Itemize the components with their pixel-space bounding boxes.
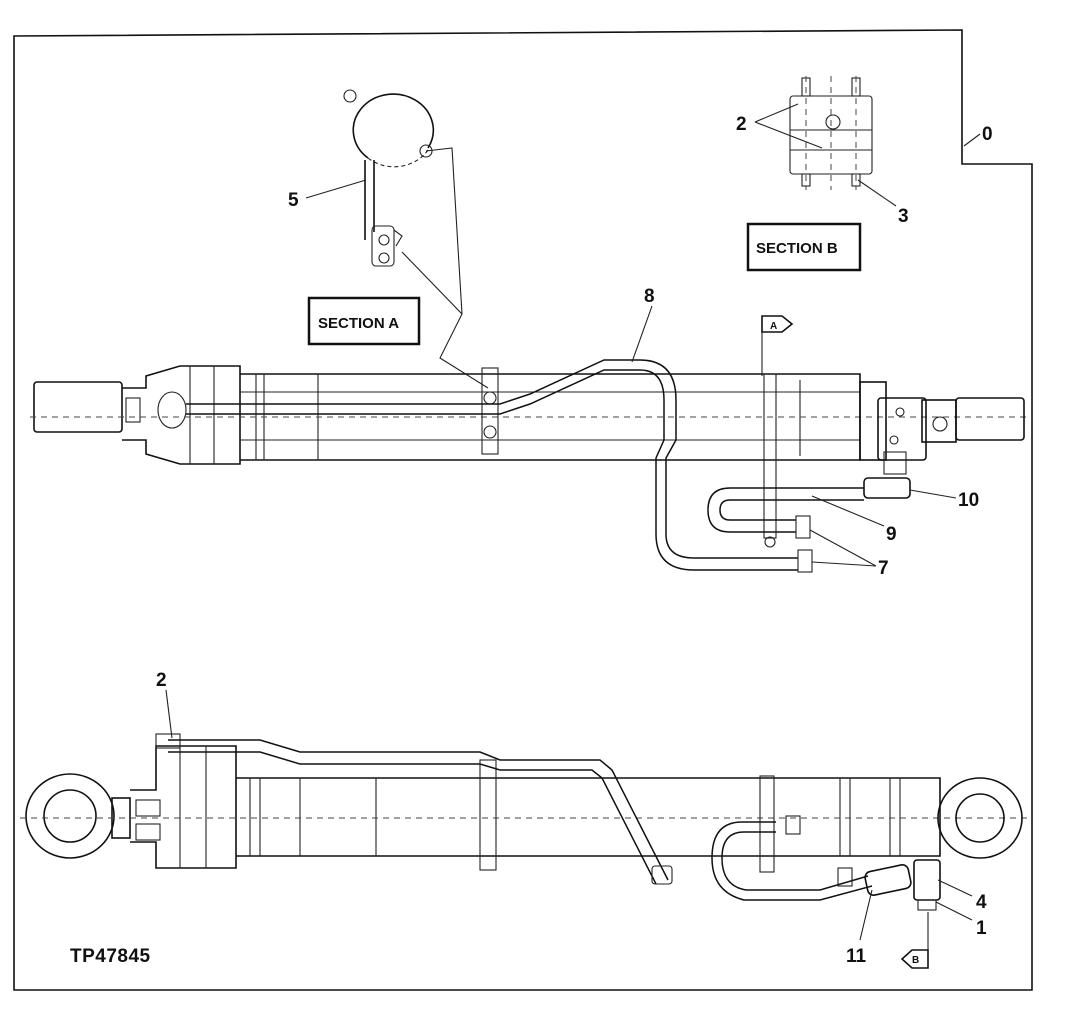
view-b-flag bbox=[900, 949, 929, 969]
leader-8 bbox=[631, 305, 653, 363]
view-b-letter: B bbox=[912, 955, 919, 966]
leader-7b bbox=[811, 561, 877, 567]
figure-id: TP47845 bbox=[70, 946, 151, 967]
bottom-cylinder bbox=[20, 733, 1030, 950]
section-b-label: SECTION B bbox=[756, 240, 838, 257]
leader-0 bbox=[963, 133, 981, 147]
callout-8: 8 bbox=[644, 286, 655, 307]
top-cylinder bbox=[30, 359, 1030, 573]
callout-1: 1 bbox=[976, 918, 987, 939]
leader-2-top-a bbox=[754, 103, 799, 123]
leader-1 bbox=[935, 901, 973, 921]
leader-5 bbox=[305, 179, 367, 199]
leader-10 bbox=[909, 489, 957, 499]
callout-2-bottom: 2 bbox=[156, 670, 167, 691]
leader-11 bbox=[859, 889, 873, 941]
callout-5: 5 bbox=[288, 190, 299, 211]
leader-4 bbox=[937, 879, 973, 897]
view-a-flag bbox=[761, 315, 794, 333]
callout-3: 3 bbox=[898, 206, 909, 227]
outer-frame bbox=[13, 29, 1033, 991]
section-a-label: SECTION A bbox=[318, 315, 399, 332]
leader-2-bottom bbox=[165, 689, 173, 739]
section-a-box bbox=[307, 296, 421, 346]
callout-10: 10 bbox=[958, 490, 979, 511]
leader-7a bbox=[809, 529, 877, 567]
callout-2-top: 2 bbox=[736, 114, 747, 135]
view-a-letter: A bbox=[770, 321, 777, 332]
callout-9: 9 bbox=[886, 524, 897, 545]
leader-3 bbox=[857, 179, 897, 207]
section-b-box bbox=[746, 222, 862, 272]
section-a-detail bbox=[343, 89, 489, 389]
leader-9 bbox=[811, 495, 885, 527]
callout-7: 7 bbox=[878, 558, 889, 579]
leader-2-top-b bbox=[754, 121, 823, 149]
callout-4: 4 bbox=[976, 892, 987, 913]
callout-11: 11 bbox=[846, 946, 867, 967]
section-b-detail bbox=[789, 76, 873, 190]
callout-0: 0 bbox=[982, 124, 993, 145]
